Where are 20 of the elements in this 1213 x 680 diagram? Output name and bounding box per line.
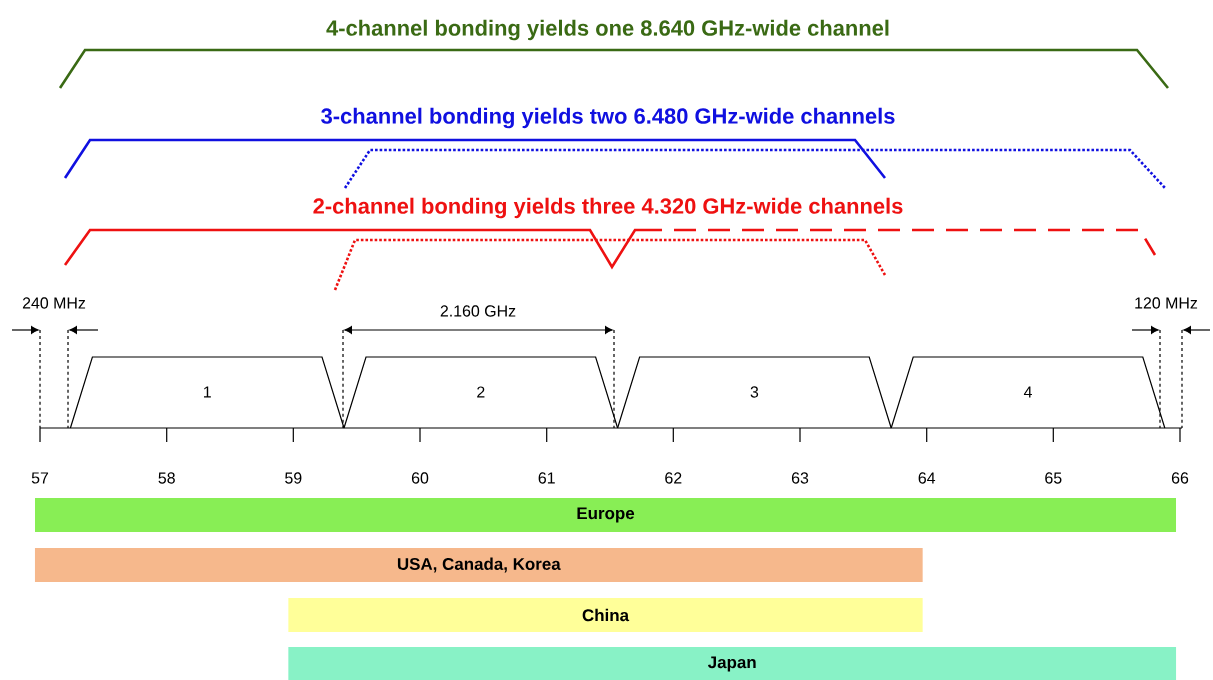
region-band: Japan [288, 647, 1177, 680]
tick-label: 65 [1045, 472, 1062, 484]
region-band: China [288, 598, 923, 632]
region-band: Europe [35, 498, 1176, 532]
tick-label: 66 [1171, 472, 1189, 484]
channel-trapezoid: 1 [69, 356, 345, 429]
bonding-title: 2-channel bonding yields three 4.320 GHz-wide channels [313, 197, 903, 219]
tick-label: 62 [665, 472, 682, 484]
channel-trapezoid: 4 [890, 356, 1166, 429]
bonding-title: 3-channel bonding yields two 6.480 GHz-wide channels [321, 107, 895, 129]
bonding-title: 4-channel bonding yields one 8.640 GHz-wide channel [326, 19, 889, 41]
tick-label: 59 [285, 472, 302, 484]
tick-label: 61 [538, 472, 555, 484]
channel-trapezoid: 2 [343, 356, 619, 429]
region-band: USA, Canada, Korea [34, 548, 923, 582]
tick-label: 64 [918, 472, 936, 484]
tick-label: 58 [158, 472, 175, 484]
channel-trapezoid: 3 [617, 356, 892, 429]
tick-label: 60 [411, 472, 429, 484]
tick-label: 63 [791, 472, 809, 484]
